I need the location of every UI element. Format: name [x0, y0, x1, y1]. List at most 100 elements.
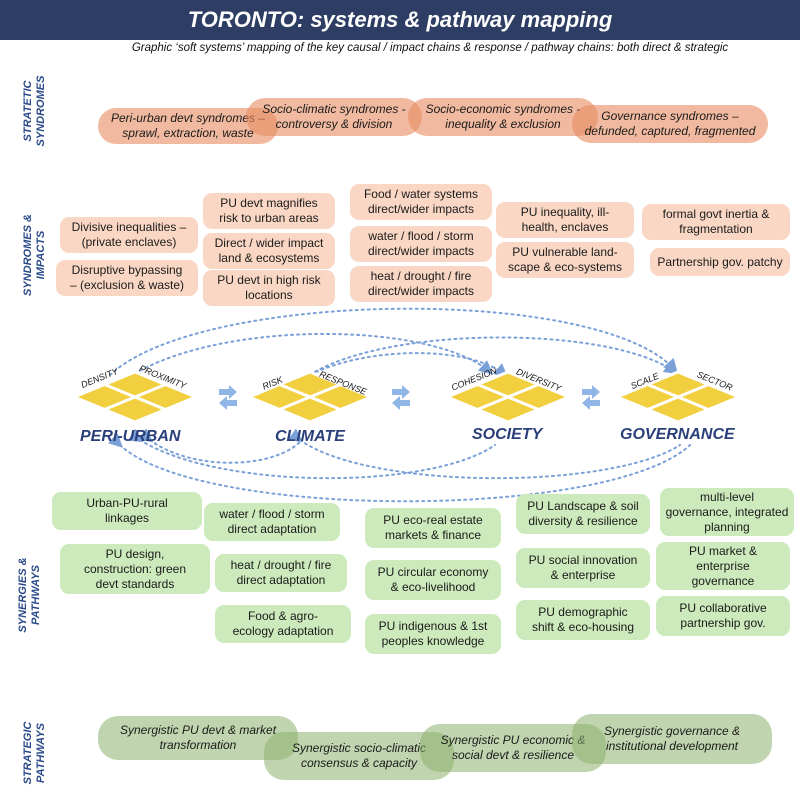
box-line: partnership gov.: [680, 616, 766, 630]
box-line: risk to urban areas: [219, 211, 319, 225]
lower-arc-climate-governance: [287, 428, 681, 480]
lower-arc-pu-climate: [137, 428, 301, 464]
box-line: PU eco-real estate: [383, 513, 483, 527]
upper-arc-pu-society: [124, 332, 494, 381]
box-line: PU collaborative: [679, 601, 767, 615]
link-arrow-1-left: [219, 396, 237, 410]
box-line: markets & finance: [384, 528, 482, 542]
impact-box: Disruptive bypassing– (exclusion & waste…: [56, 260, 198, 296]
box-line: PU vulnerable land-: [512, 245, 618, 259]
pill-line: transformation: [159, 738, 237, 752]
box-line: PU market &: [688, 543, 757, 558]
pill-line: controversy & division: [275, 117, 393, 131]
box-line: peoples knowledge: [381, 634, 485, 648]
box-line: locations: [245, 288, 293, 302]
strategic-syndrome-socio-economic: Socio-economic syndromes -inequality & e…: [408, 98, 598, 136]
pathway-box: PU social innovation& enterprise: [516, 548, 650, 588]
link-arrow-1-right: [219, 385, 237, 399]
pill-line: Socio-climatic syndromes -: [262, 102, 406, 116]
box-line: shift & eco-housing: [531, 620, 635, 634]
box-line: Disruptive bypassing: [71, 263, 183, 277]
link-arrow-3-right: [582, 385, 600, 399]
governance-diamond: [613, 370, 743, 424]
pill-line: social devt & resilience: [451, 748, 575, 762]
box-line: direct/wider impacts: [367, 284, 475, 298]
box-line: PU social innovation: [528, 553, 638, 567]
box-line: construction: green: [83, 561, 187, 576]
box-line: PU devt in high risk: [217, 273, 321, 287]
impact-box: PU vulnerable land-scape & eco-systems: [496, 242, 634, 278]
pill-line: Synergistic governance &: [603, 724, 741, 738]
upper-arc-climate-society: [299, 352, 509, 381]
category-climate: CLIMATE: [275, 428, 345, 445]
pill-line: inequality & exclusion: [445, 117, 561, 131]
pill-line: defunded, captured, fragmented: [584, 124, 756, 138]
climate-diamond: [245, 370, 375, 424]
box-line: Food & agro-: [247, 609, 319, 623]
society-diamond: [443, 370, 573, 424]
category-peri-urban: PERI-URBAN: [80, 428, 181, 445]
box-line: PU devt magnifies: [220, 196, 318, 210]
link-arrow-2-left: [392, 396, 410, 410]
peri-urban-diamond: [70, 370, 200, 424]
lower-arc-long: [107, 433, 691, 503]
box-line: PU indigenous & 1st: [378, 619, 488, 633]
page-subtitle: Graphic ‘soft systems’ mapping of the ke…: [131, 42, 729, 54]
box-line: Direct / wider impact: [214, 236, 324, 250]
box-line: Divisive inequalities –: [71, 220, 187, 234]
box-line: direct/wider impacts: [367, 244, 475, 258]
box-line: enterprise: [696, 558, 750, 573]
upper-arc-long: [109, 307, 678, 376]
link-arrow-3-left: [582, 396, 600, 410]
box-line: PU design,: [105, 546, 165, 561]
impact-box: Divisive inequalities –(private enclaves…: [60, 217, 198, 253]
pill-line: Synergistic socio-climatic: [291, 741, 427, 755]
box-line: health, enclaves: [521, 220, 609, 234]
box-line: ecology adaptation: [232, 624, 334, 638]
box-line: PU circular economy: [377, 565, 489, 579]
box-line: PU inequality, ill-: [520, 205, 610, 219]
pill-line: sprawl, extraction, waste: [122, 126, 254, 140]
strategic-syndrome-socio-climatic: Socio-climatic syndromes -controversy & …: [246, 98, 422, 136]
box-line: heat / drought / fire: [370, 269, 472, 283]
box-line: scape & eco-systems: [507, 260, 623, 274]
box-line: devt standards: [95, 576, 175, 591]
pill-line: Socio-economic syndromes -: [425, 102, 581, 116]
pill-line: Synergistic PU economic &: [440, 733, 586, 747]
box-line: governance, integrated: [665, 504, 789, 519]
box-line: (private enclaves): [81, 235, 177, 249]
box-line: fragmentation: [679, 222, 753, 236]
box-line: diversity & resilience: [528, 514, 638, 528]
category-governance: GOVERNANCE: [620, 426, 735, 443]
pill-line: Governance syndromes –: [601, 109, 739, 123]
box-line: & eco-livelihood: [390, 580, 476, 594]
box-line: planning: [704, 519, 750, 534]
box-line: governance: [691, 573, 755, 588]
box-line: water / flood / storm: [219, 507, 325, 521]
pill-line: Peri-urban devt syndromes –: [110, 111, 266, 125]
box-line: direct/wider impacts: [367, 202, 474, 216]
pill-line: institutional development: [605, 739, 739, 753]
box-line: direct adaptation: [227, 522, 317, 536]
category-society: SOCIETY: [472, 426, 543, 443]
strategic-syndrome-governance: Governance syndromes –defunded, captured…: [572, 105, 768, 143]
lower-arc-pu-society: [127, 428, 496, 480]
box-line: land & ecosystems: [218, 251, 320, 265]
strategic-pathway-governance: Synergistic governance &institutional de…: [572, 714, 772, 764]
pathway-box: Food & agro-ecology adaptation: [215, 605, 351, 643]
